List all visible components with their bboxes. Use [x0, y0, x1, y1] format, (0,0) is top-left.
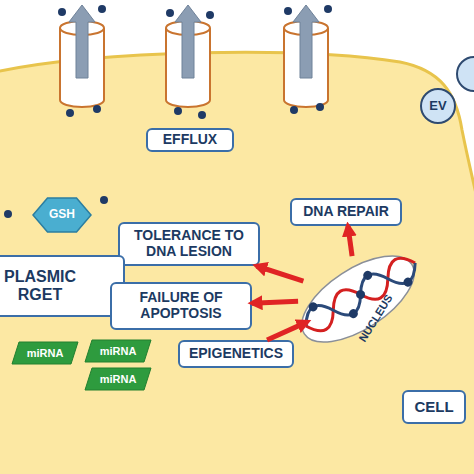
pump-top — [284, 21, 328, 35]
efflux-pump — [60, 21, 328, 107]
ribbon-outline — [12, 342, 78, 364]
nucleus-ellipse-outline — [298, 256, 418, 342]
node-text: miRNA — [100, 373, 137, 385]
red-arrow — [257, 266, 304, 281]
dna-helix — [297, 248, 424, 341]
node-text: EPIGENETICS — [189, 346, 283, 362]
mirna-shape: miRNA — [85, 368, 151, 390]
ribbon-outline — [85, 368, 151, 390]
vesicle-partial — [457, 57, 474, 91]
dna-strand — [300, 252, 422, 338]
node-text: EV — [429, 99, 446, 114]
node-text: GSH — [49, 208, 75, 221]
drug-dot — [324, 5, 332, 13]
nucleus-outline — [288, 239, 428, 359]
efflux-arrow — [175, 5, 201, 78]
vesicle-circle: EV — [420, 88, 456, 124]
ribbon-outline — [85, 340, 151, 362]
drug-dot — [174, 107, 182, 115]
apoptosis-box: FAILURE OF APOPTOSIS — [110, 282, 252, 330]
efflux-arrow — [69, 5, 319, 78]
efflux-arrow — [69, 5, 95, 78]
pump-top — [60, 21, 104, 35]
dna-strand — [300, 252, 422, 338]
drug-dot — [206, 11, 214, 19]
pump-top — [166, 21, 210, 35]
red-arrow — [348, 226, 352, 256]
drug-dot — [316, 103, 324, 111]
drug-dot — [58, 8, 66, 16]
node-text: TOLERANCE TO DNA LESION — [125, 228, 253, 259]
pump-body — [60, 28, 104, 107]
drug-dot — [284, 7, 292, 15]
drug-dot — [93, 105, 101, 113]
node-text: miRNA — [27, 347, 64, 359]
node-text: CELL — [414, 399, 453, 416]
red-arrow — [267, 322, 307, 340]
node-text: PLASMIC RGET — [0, 268, 90, 304]
gsh-hexagon: GSH — [33, 198, 91, 232]
pump-body — [166, 28, 210, 107]
drug-dot — [307, 301, 319, 313]
drug-dot — [290, 106, 298, 114]
drug-dot — [402, 276, 414, 288]
efflux-arrow — [293, 5, 319, 78]
drug-dot — [347, 307, 359, 319]
node-text: EFFLUX — [163, 132, 217, 148]
drug-dot — [66, 109, 74, 117]
hexagon-outline — [33, 198, 91, 232]
cytoplasmic-target-box: PLASMIC RGET — [0, 255, 125, 317]
epigenetics-box: EPIGENETICS — [178, 340, 294, 368]
cell-label-box: CELL — [402, 390, 466, 424]
drug-dot — [354, 288, 366, 300]
drug-dot — [98, 5, 106, 13]
drug-dot — [100, 196, 108, 204]
drug-dot — [362, 269, 374, 281]
efflux-box: EFFLUX — [146, 128, 234, 152]
node-text: miRNA — [100, 345, 137, 357]
node-text: FAILURE OF APOPTOSIS — [117, 290, 245, 321]
vesicle-outline — [421, 89, 455, 123]
drug-dot — [166, 9, 174, 17]
nucleus-ellipse: NUCLEUS — [298, 256, 418, 342]
mirna-shape: miRNA — [12, 342, 78, 364]
dna-repair-box: DNA REPAIR — [290, 198, 402, 226]
drug-dot — [4, 210, 12, 218]
drug-molecule — [4, 5, 332, 266]
tolerance-box: TOLERANCE TO DNA LESION — [118, 222, 260, 266]
pump-body — [284, 28, 328, 107]
red-arrow — [252, 301, 298, 303]
mirna-shape: miRNA — [85, 340, 151, 362]
drug-dot — [198, 111, 206, 119]
node-text: DNA REPAIR — [303, 204, 389, 220]
